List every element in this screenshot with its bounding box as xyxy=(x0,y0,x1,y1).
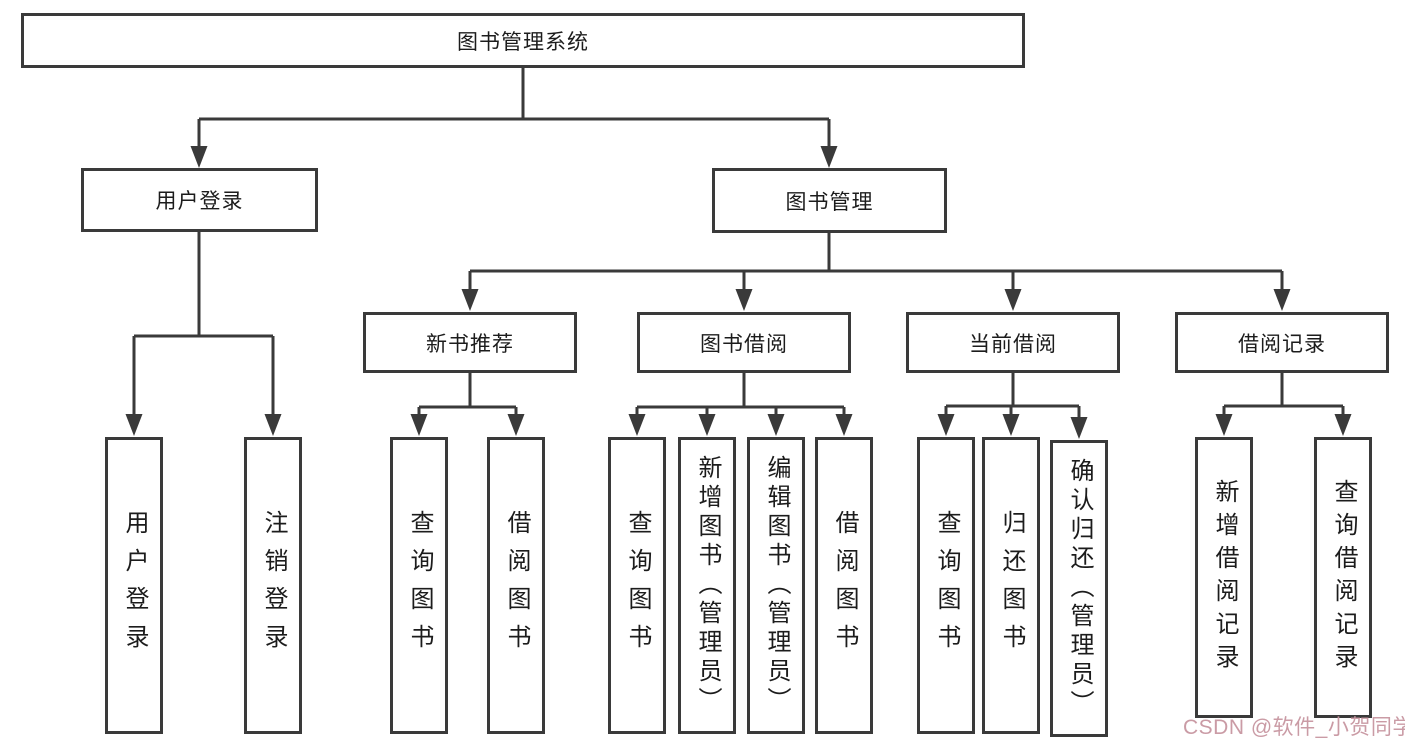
leaf-borrow-books-recommend-label: 借阅图书 xyxy=(503,509,530,662)
leaf-edit-book-admin: 编辑图书（管理员） xyxy=(747,437,805,734)
leaf-query-books-borrowing-label: 查询图书 xyxy=(624,509,651,662)
leaf-logout-label: 注销登录 xyxy=(260,509,287,662)
connector-book-borrowing-children xyxy=(628,373,853,436)
node-user-login-label: 用户登录 xyxy=(155,190,244,213)
connector-book-management-children xyxy=(461,233,1291,311)
leaf-query-books-borrowing: 查询图书 xyxy=(608,437,666,734)
node-book-management: 图书管理 xyxy=(712,168,947,233)
leaf-query-books-current: 查询图书 xyxy=(917,437,975,734)
node-borrowing-records: 借阅记录 xyxy=(1175,312,1389,373)
leaf-add-borrow-record-label: 新增借阅记录 xyxy=(1211,478,1238,677)
csdn-watermark: CSDN @软件_小贺同学 xyxy=(1183,716,1405,739)
connector-root-to-level2 xyxy=(190,68,838,168)
node-root-system: 图书管理系统 xyxy=(21,13,1025,68)
node-current-borrowing: 当前借阅 xyxy=(906,312,1120,373)
connector-new-book-recommend-children xyxy=(410,373,525,436)
leaf-user-login-label: 用户登录 xyxy=(121,509,148,662)
leaf-query-books-recommend: 查询图书 xyxy=(390,437,448,734)
leaf-borrow-books-borrowing: 借阅图书 xyxy=(815,437,873,734)
leaf-borrow-books-borrowing-label: 借阅图书 xyxy=(831,509,858,662)
leaf-query-borrow-record: 查询借阅记录 xyxy=(1314,437,1372,718)
node-user-login: 用户登录 xyxy=(81,168,318,232)
leaf-confirm-return-admin: 确认归还（管理员） xyxy=(1050,440,1108,737)
leaf-logout: 注销登录 xyxy=(244,437,302,734)
connector-borrowing-records-children xyxy=(1215,373,1352,436)
node-book-borrowing: 图书借阅 xyxy=(637,312,851,373)
leaf-confirm-return-admin-label: 确认归还（管理员） xyxy=(1066,458,1093,719)
leaf-return-books-label: 归还图书 xyxy=(998,509,1025,662)
node-book-management-label: 图书管理 xyxy=(785,190,874,214)
leaf-user-login: 用户登录 xyxy=(105,437,163,734)
node-new-book-recommend: 新书推荐 xyxy=(363,312,577,373)
leaf-query-books-current-label: 查询图书 xyxy=(933,509,960,662)
leaf-return-books: 归还图书 xyxy=(982,437,1040,734)
leaf-edit-book-admin-label: 编辑图书（管理员） xyxy=(763,455,790,716)
leaf-query-borrow-record-label: 查询借阅记录 xyxy=(1330,478,1357,677)
node-new-book-recommend-label: 新书推荐 xyxy=(426,332,514,356)
leaf-add-book-admin: 新增图书（管理员） xyxy=(678,437,736,734)
connector-current-borrowing-children xyxy=(937,373,1088,439)
leaf-query-books-recommend-label: 查询图书 xyxy=(406,509,433,662)
leaf-add-book-admin-label: 新增图书（管理员） xyxy=(694,455,721,716)
connector-user-login-children xyxy=(125,232,282,436)
node-current-borrowing-label: 当前借阅 xyxy=(969,332,1057,356)
node-root-system-label: 图书管理系统 xyxy=(457,30,589,54)
leaf-borrow-books-recommend: 借阅图书 xyxy=(487,437,545,734)
node-book-borrowing-label: 图书借阅 xyxy=(700,332,788,356)
node-borrowing-records-label: 借阅记录 xyxy=(1238,332,1326,356)
leaf-add-borrow-record: 新增借阅记录 xyxy=(1195,437,1253,718)
